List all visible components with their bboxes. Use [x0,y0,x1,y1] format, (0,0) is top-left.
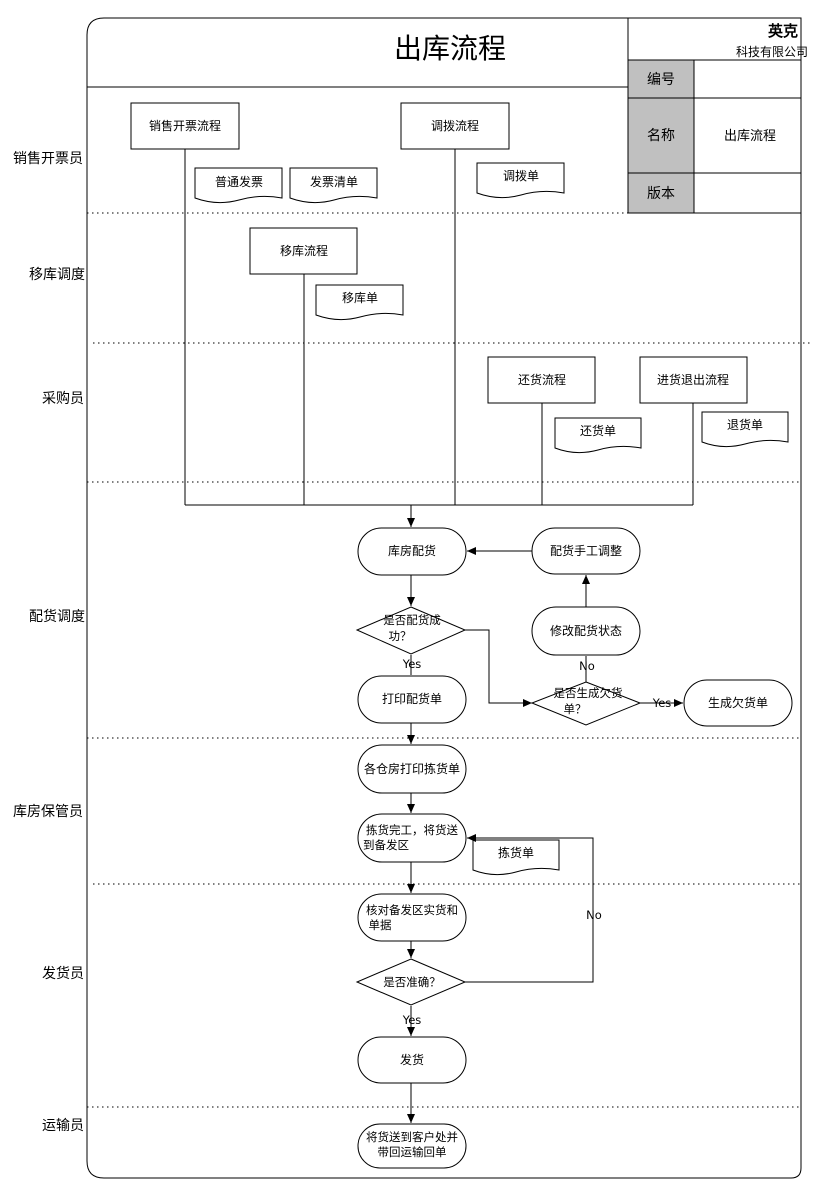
info-label-name: 名称 [647,128,675,144]
edge-label-accurate-no: No [586,908,602,922]
decision-accurate [355,958,467,1006]
lane-dividers [87,212,810,1108]
step-warehouse-allocation [357,527,467,576]
decision-backorder-line2: 单？ [564,702,587,716]
doc-move [315,284,404,321]
process-return-goods-label: 还货流程 [518,372,566,387]
process-purchase-return-label: 进货退出流程 [657,372,729,387]
process-purchase-return [639,356,748,404]
doc-invoice-list [289,167,378,204]
doc-purchase-return-label: 退货单 [727,417,763,432]
collector-lines [184,149,694,506]
doc-return [554,417,642,454]
company-logo: 英克 [768,22,798,40]
company-name: 科技有限公司 [736,45,808,59]
step-verify-line1: 核对备发区实货和 [366,903,458,917]
lane-label-allocation: 配货调度 [29,608,85,625]
step-generate-backorder-label: 生成欠货单 [708,695,768,710]
step-print-picking [357,744,467,794]
step-ship-label: 发货 [400,1052,424,1067]
process-transfer [400,102,510,150]
lane-label-sales: 销售开票员 [13,151,83,167]
step-verify-line2: 单据 [369,918,392,932]
step-manual-adjust [531,527,641,575]
doc-transfer-label: 调拨单 [503,169,539,183]
process-move-stock-label: 移库流程 [280,243,328,258]
lane-label-keeper: 库房保管员 [13,804,83,820]
info-label-version: 版本 [647,186,675,202]
lane-label-purchaser: 采购员 [42,391,84,407]
decision-alloc-success [355,606,467,655]
lane-label-transport: 运输员 [42,1118,84,1134]
step-ship [357,1036,467,1084]
decision-alloc-success-line2: 功？ [389,629,412,643]
page-title: 出库流程 [394,32,506,65]
edge-label-backorder-yes: Yes [652,696,672,710]
step-deliver [357,1123,467,1169]
step-generate-backorder [683,679,793,727]
edge-label-backorder-no: No [579,659,595,673]
step-print-picking-label: 各仓房打印拣货单 [364,761,460,776]
decision-alloc-success-line1: 是否配货成 [383,613,441,627]
process-sales-invoice-label: 销售开票流程 [149,118,221,133]
step-modify-status [531,606,641,656]
doc-return-label: 还货单 [580,423,616,438]
decision-backorder-line1: 是否生成欠货 [554,686,623,700]
decision-accurate-label: 是否准确？ [383,975,441,989]
step-deliver-line2: 带回运输回单 [378,1145,447,1159]
edge-label-alloc-yes: Yes [402,657,422,671]
info-table [627,17,802,214]
doc-purchase-return [701,411,789,448]
lane-label-shipper: 发货员 [42,965,84,982]
doc-picking [472,839,560,876]
flow-connectors [407,505,683,1123]
step-warehouse-allocation-label: 库房配货 [388,543,436,558]
step-manual-adjust-label: 配货手工调整 [550,543,622,558]
step-picking-done [357,813,467,863]
doc-invoice-list-label: 发票清单 [310,174,358,189]
step-deliver-line1: 将货送到客户处并 [366,1130,458,1144]
step-picking-done-line1: 拣货完工，将货送 [366,823,458,837]
step-print-allocation [357,675,467,724]
outer-frame [86,17,802,1179]
doc-normal-invoice [194,167,283,204]
step-modify-status-label: 修改配货状态 [550,623,622,638]
doc-transfer [476,162,565,199]
doc-normal-invoice-label: 普通发票 [215,174,263,189]
process-sales-invoice [130,102,240,150]
step-picking-done-line2: 到备发区 [363,838,409,852]
step-print-allocation-label: 打印配货单 [382,691,442,706]
decision-backorder [530,681,642,726]
step-verify [357,893,467,942]
lane-label-move: 移库调度 [29,267,85,283]
doc-move-label: 移库单 [342,290,378,305]
info-value-name: 出库流程 [724,128,776,144]
process-transfer-label: 调拨流程 [431,118,479,133]
edge-label-accurate-yes: Yes [402,1013,422,1027]
process-move-stock [249,227,358,275]
info-label-number: 编号 [647,72,675,88]
doc-picking-label: 拣货单 [498,845,534,860]
process-return-goods [487,356,596,404]
